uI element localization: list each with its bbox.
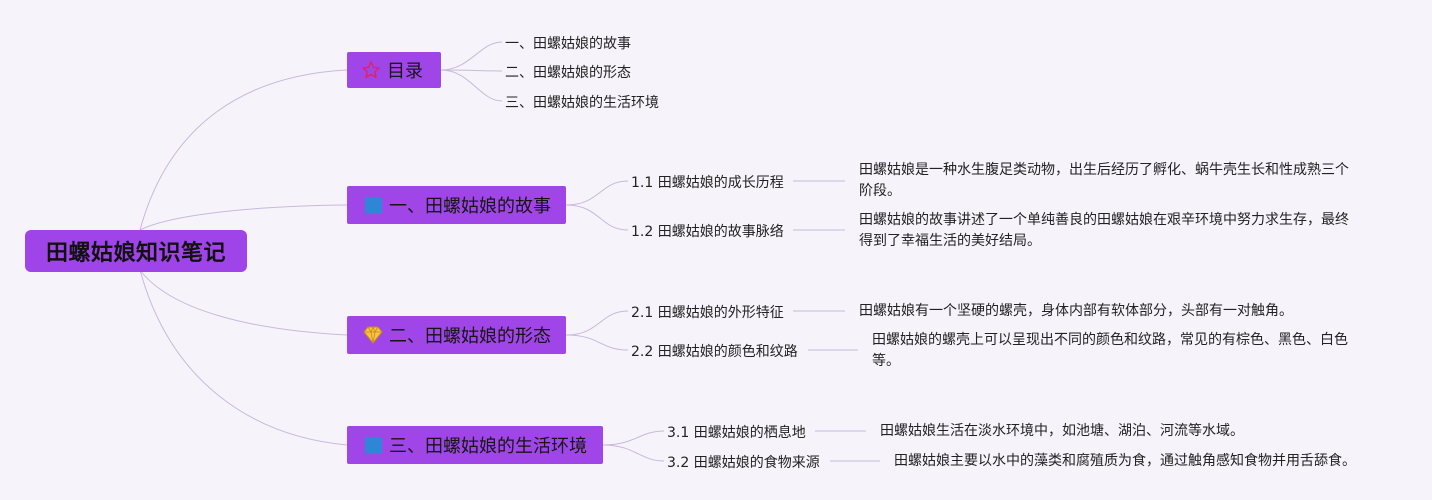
desc-text: 田螺姑娘的故事讲述了一个单纯善良的田螺姑娘在艰辛环境中努力求生存，最终得到了幸福…: [859, 212, 1349, 249]
desc-text: 田螺姑娘生活在淡水环境中，如池塘、湖泊、河流等水域。: [880, 423, 1244, 439]
desc-text: 田螺姑娘有一个坚硬的螺壳，身体内部有软体部分，头部有一对触角。: [859, 303, 1293, 319]
sub-topic-label: 3.2 田螺姑娘的食物来源: [667, 455, 820, 471]
desc-text: 田螺姑娘是一种水生腹足类动物，出生后经历了孵化、蜗牛壳生长和性成熟三个阶段。: [859, 162, 1349, 199]
toc-item-3[interactable]: 三、田螺姑娘的生活环境: [505, 92, 659, 112]
toc-item-label: 一、田螺姑娘的故事: [505, 36, 631, 52]
toc-item-2[interactable]: 二、田螺姑娘的形态: [505, 62, 631, 82]
sub-desc-3-1: 田螺姑娘生活在淡水环境中，如池塘、湖泊、河流等水域。: [880, 421, 1360, 442]
sub-topic-3-2[interactable]: 3.2 田螺姑娘的食物来源: [667, 452, 820, 472]
branch-label: 一、田螺姑娘的故事: [389, 196, 551, 217]
blue-square-icon: [363, 195, 383, 215]
sub-topic-label: 1.1 田螺姑娘的成长历程: [631, 175, 784, 191]
blue-square-icon: [363, 435, 383, 455]
sub-topic-label: 3.1 田螺姑娘的栖息地: [667, 425, 806, 441]
toc-item-label: 三、田螺姑娘的生活环境: [505, 95, 659, 111]
branch-toc[interactable]: 目录: [347, 52, 441, 88]
desc-text: 田螺姑娘主要以水中的藻类和腐殖质为食，通过触角感知食物并用舌舔食。: [894, 453, 1356, 469]
toc-item-1[interactable]: 一、田螺姑娘的故事: [505, 33, 631, 53]
sub-topic-label: 2.2 田螺姑娘的颜色和纹路: [631, 344, 798, 360]
branch-label: 目录: [387, 61, 423, 82]
root-title: 田螺姑娘知识笔记: [45, 241, 226, 266]
sub-topic-1-1[interactable]: 1.1 田螺姑娘的成长历程: [631, 172, 784, 192]
sub-desc-2-2: 田螺姑娘的螺壳上可以呈现出不同的颜色和纹路，常见的有棕色、黑色、白色等。: [872, 330, 1354, 372]
sub-desc-1-1: 田螺姑娘是一种水生腹足类动物，出生后经历了孵化、蜗牛壳生长和性成熟三个阶段。: [859, 160, 1354, 202]
branch-label: 三、田螺姑娘的生活环境: [389, 436, 587, 457]
sub-topic-2-1[interactable]: 2.1 田螺姑娘的外形特征: [631, 302, 784, 322]
branch-story[interactable]: 一、田螺姑娘的故事: [347, 186, 566, 224]
sub-desc-2-1: 田螺姑娘有一个坚硬的螺壳，身体内部有软体部分，头部有一对触角。: [859, 301, 1354, 322]
desc-text: 田螺姑娘的螺壳上可以呈现出不同的颜色和纹路，常见的有棕色、黑色、白色等。: [872, 332, 1348, 369]
sub-topic-3-1[interactable]: 3.1 田螺姑娘的栖息地: [667, 422, 806, 442]
sub-topic-label: 2.1 田螺姑娘的外形特征: [631, 305, 784, 321]
root-node[interactable]: 田螺姑娘知识笔记: [25, 230, 247, 272]
sub-topic-1-2[interactable]: 1.2 田螺姑娘的故事脉络: [631, 221, 784, 241]
branch-habitat[interactable]: 三、田螺姑娘的生活环境: [347, 426, 603, 464]
sub-topic-2-2[interactable]: 2.2 田螺姑娘的颜色和纹路: [631, 341, 798, 361]
sub-topic-label: 1.2 田螺姑娘的故事脉络: [631, 224, 784, 240]
sub-desc-3-2: 田螺姑娘主要以水中的藻类和腐殖质为食，通过触角感知食物并用舌舔食。: [894, 451, 1374, 472]
branch-label: 二、田螺姑娘的形态: [389, 326, 551, 347]
toc-item-label: 二、田螺姑娘的形态: [505, 65, 631, 81]
sub-desc-1-2: 田螺姑娘的故事讲述了一个单纯善良的田螺姑娘在艰辛环境中努力求生存，最终得到了幸福…: [859, 210, 1354, 252]
gem-icon: [363, 325, 383, 345]
branch-form[interactable]: 二、田螺姑娘的形态: [347, 316, 566, 354]
star-icon: [361, 60, 381, 80]
